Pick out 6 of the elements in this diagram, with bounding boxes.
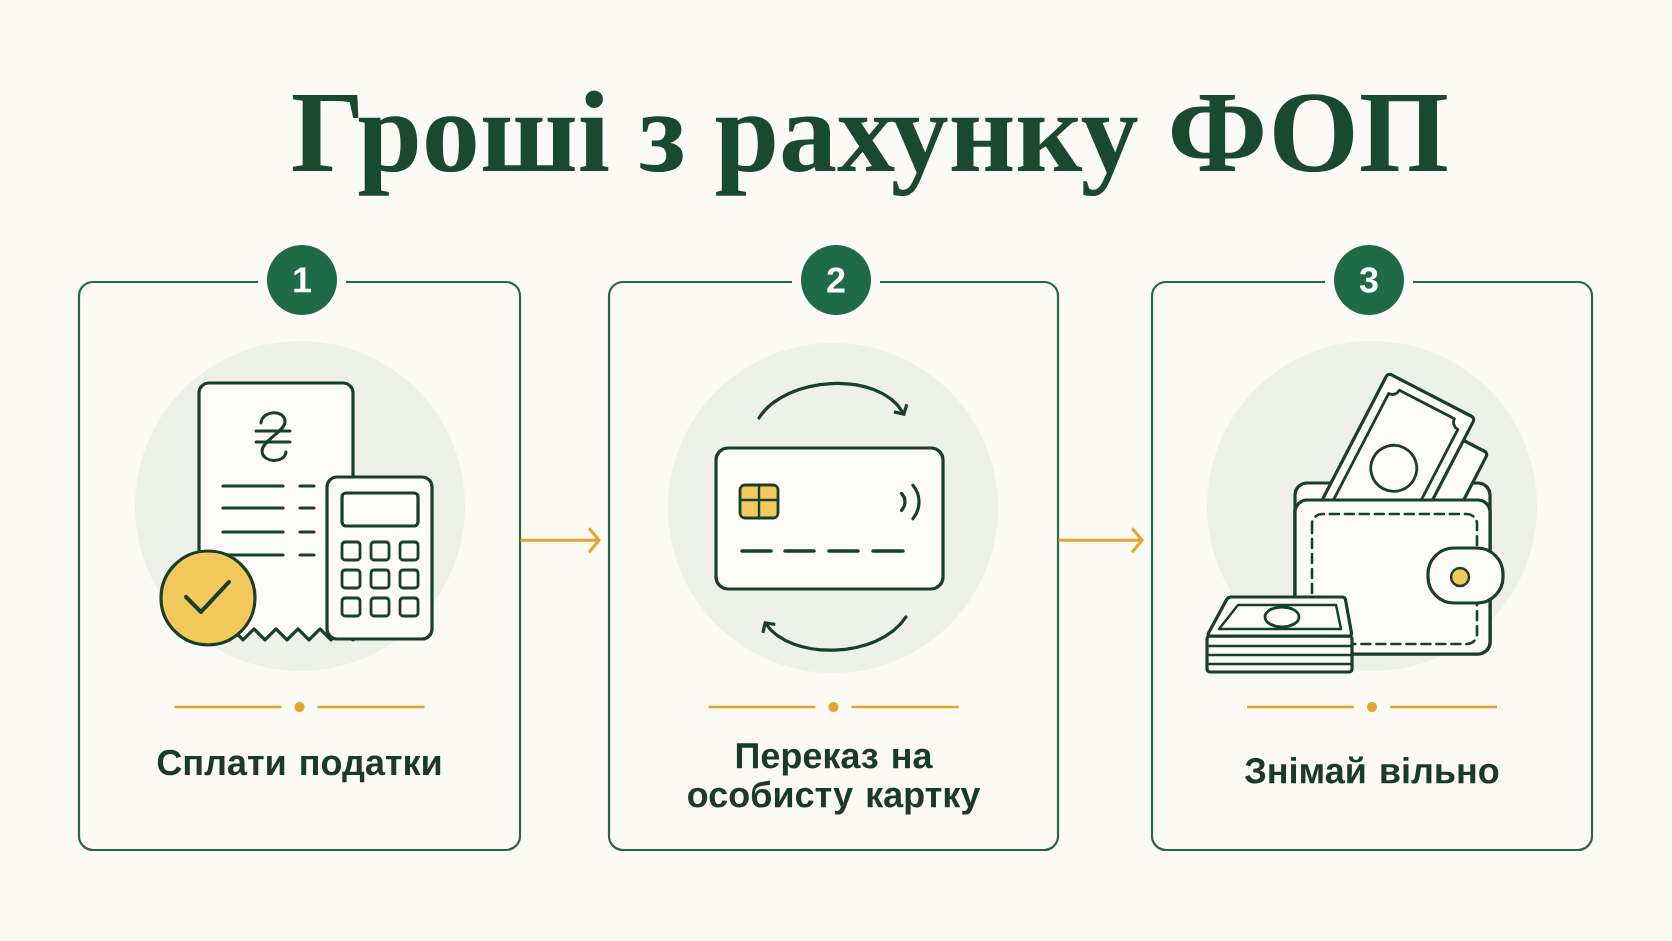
number-badge: 1 [267,245,337,315]
number-badge: 2 [801,245,871,315]
arrow [1058,527,1144,554]
number-badge: 3 [1334,245,1404,315]
arrow [520,527,601,554]
title: Гроші з рахунку ФОП [292,90,1447,196]
